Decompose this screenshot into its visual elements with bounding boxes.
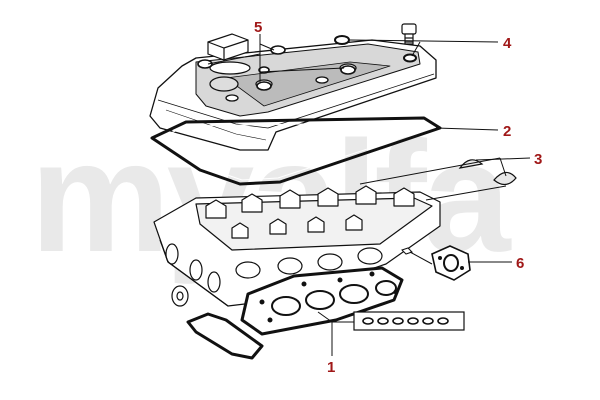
callout-5: 5 — [254, 19, 262, 36]
callout-1: 1 — [327, 359, 335, 376]
cover-bolt — [401, 23, 417, 45]
callout-labels: 5 4 2 3 6 1 — [254, 19, 542, 376]
callout-4: 4 — [503, 35, 512, 52]
callout-3: 3 — [534, 151, 542, 168]
bolt-washer-top — [334, 35, 350, 45]
valve-cover-gasket — [150, 116, 442, 186]
valve-stem-seals — [353, 311, 465, 331]
bolt-washer-bottom — [403, 53, 417, 63]
valve-cover — [149, 39, 437, 151]
camshaft-stub — [171, 285, 189, 307]
callout-6: 6 — [516, 255, 524, 272]
cover-washers — [197, 45, 356, 91]
cap-base-ring — [209, 61, 251, 75]
cylinder-head — [153, 185, 441, 307]
head-gasket — [240, 266, 404, 336]
thermostat-gasket — [431, 245, 471, 281]
head-outlet-stud — [401, 247, 413, 255]
manifold-gasket — [186, 312, 264, 360]
oil-filler-cap — [207, 33, 249, 61]
leader-lines — [207, 34, 531, 356]
callout-2: 2 — [503, 123, 511, 140]
